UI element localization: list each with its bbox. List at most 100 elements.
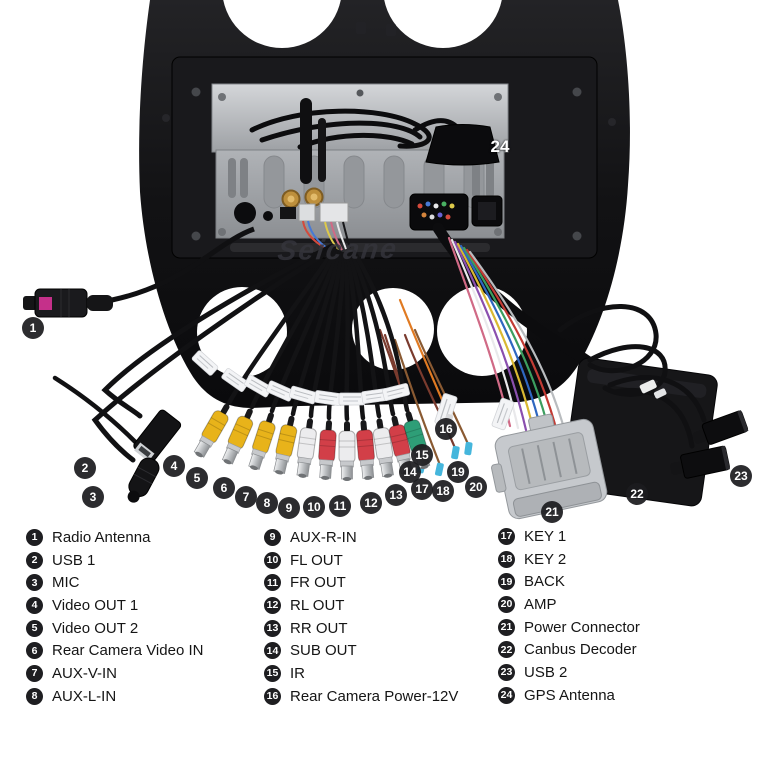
marker-15: 15 [411,444,433,466]
legend-label: FL OUT [290,551,343,569]
legend-label: USB 1 [52,551,96,569]
legend-label: RL OUT [290,596,345,614]
legend-item-amp: 20 AMP [498,593,640,616]
marker-11: 11 [329,495,351,517]
legend-badge: 24 [498,686,515,704]
legend-label: SUB OUT [290,642,357,660]
legend-label: GPS Antenna [524,686,615,704]
marker-4: 4 [163,455,185,477]
rca-aux-l-in [293,416,319,480]
legend-item-sub-out: 14 SUB OUT [264,639,458,662]
legend-item-rr-out: 13 RR OUT [264,617,458,640]
marker-18: 18 [432,480,454,502]
legend-label: Rear Camera Video IN [52,642,204,660]
marker-8: 8 [256,492,278,514]
legend-badge: 6 [26,642,43,660]
legend-item-video-out-1: 4 Video OUT 1 [26,594,203,617]
legend-badge: 20 [498,595,515,613]
legend-badge: 11 [264,574,281,592]
legend-badge: 14 [264,642,281,660]
legend-item-video-out-2: 5 Video OUT 2 [26,617,203,640]
legend-badge: 21 [498,618,515,636]
legend-label: Radio Antenna [52,528,151,546]
legend-badge: 16 [264,687,281,705]
legend-label: Canbus Decoder [524,641,637,659]
marker-5: 5 [186,467,208,489]
legend-label: MIC [52,574,80,592]
legend-label: Rear Camera Power-12V [290,687,459,705]
legend-badge: 23 [498,663,515,681]
head-unit-photo: Seicane 1 2 3 4 5 6 7 8 9 10 11 12 13 14… [22,0,752,523]
legend-badge: 5 [26,619,43,637]
legend-item-fr-out: 11 FR OUT [264,571,458,594]
antenna-stub [281,98,326,209]
legend-label: AMP [524,595,557,613]
legend-item-key-2: 18 KEY 2 [498,548,640,571]
marker-7: 7 [235,486,257,508]
fakra-pink-insert [39,297,52,310]
legend-item-gps-antenna: 24 GPS Antenna [498,684,640,707]
legend-badge: 12 [264,596,281,614]
legend-label: RR OUT [290,619,348,637]
legend-label: KEY 2 [524,550,567,568]
legend-badge: 9 [264,528,281,546]
marker-23: 23 [730,465,752,487]
marker-3: 3 [82,486,104,508]
legend-badge: 19 [498,573,515,591]
legend-item-fl-out: 10 FL OUT [264,549,458,572]
rear-ports [234,193,503,231]
legend-item-canbus-decoder: 22 Canbus Decoder [498,638,640,661]
gauge-hole-top-right [384,0,502,48]
marker-21: 21 [541,501,563,523]
usb2-connectors [639,379,749,479]
marker-6: 6 [213,477,235,499]
mic-connector [127,457,160,503]
legend-badge: 1 [26,528,43,546]
rca-aux-r-in [316,419,338,481]
gauge-hole-top-left [223,0,341,48]
legend-badge: 3 [26,574,43,592]
legend-label: KEY 1 [524,527,567,545]
marker-2: 2 [74,457,96,479]
legend-badge: 2 [26,551,43,569]
legend-item-mic: 3 MIC [26,571,203,594]
legend-item-rear-camera-power: 16 Rear Camera Power-12V [264,685,458,708]
legend-label: FR OUT [290,574,346,592]
marker-24: 24 [490,137,510,156]
marker-1: 1 [22,317,44,339]
legend-item-radio-antenna: 1 Radio Antenna [26,526,203,549]
legend-label: Power Connector [524,618,640,636]
legend-badge: 7 [26,664,43,682]
legend-item-ir: 15 IR [264,662,458,685]
usb1-connector [133,409,182,462]
legend-badge: 4 [26,596,43,614]
legend-label: AUX-V-IN [52,664,118,682]
rca-fr-out [354,418,377,482]
legend-label: IR [290,664,305,682]
legend-badge: 13 [264,619,281,637]
legend-item-rear-camera-video-in: 6 Rear Camera Video IN [26,639,203,662]
legend-item-usb-1: 2 USB 1 [26,549,203,572]
legend-label: AUX-R-IN [290,528,357,546]
legend-badge: 15 [264,664,281,682]
legend-badge: 22 [498,641,515,659]
legend-item-aux-v-in: 7 AUX-V-IN [26,662,203,685]
right-cable-coil [557,304,707,449]
legend-label: Video OUT 2 [52,619,139,637]
marker-13: 13 [385,484,407,506]
rca-aux-v-in [270,413,301,477]
watermark: Seicane [276,232,400,267]
legend-badge: 10 [264,551,281,569]
legend-badge: 18 [498,550,515,568]
rca-fl-out [338,420,356,482]
marker-12: 12 [360,492,382,514]
legend-label: Video OUT 1 [52,596,139,614]
legend-item-power-connector: 21 Power Connector [498,616,640,639]
